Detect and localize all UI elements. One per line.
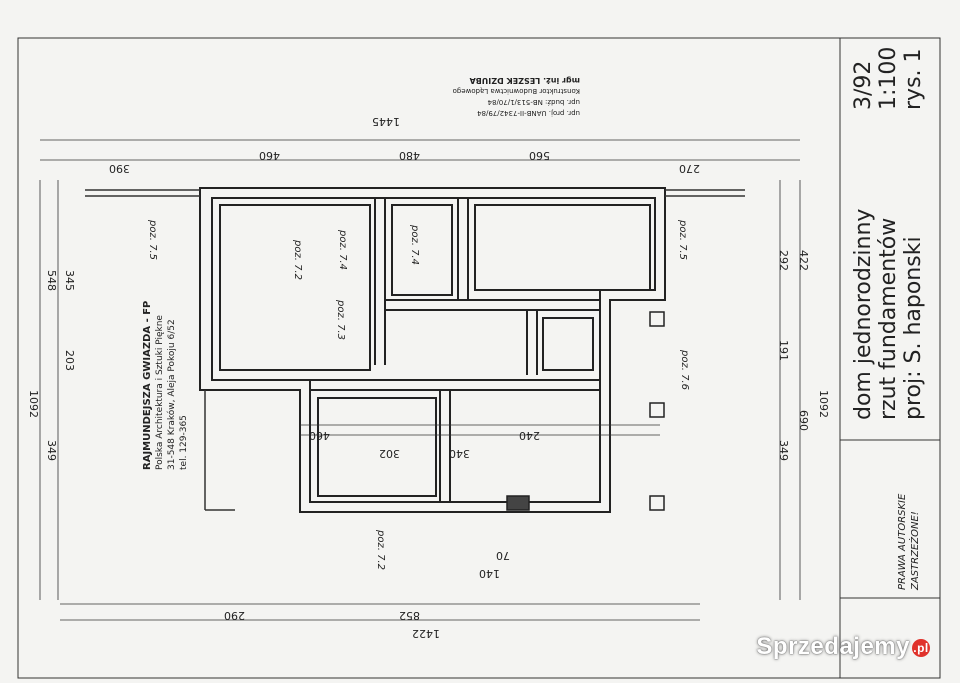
svg-text:31-548 Kraków, Aleja Pokoju 6/: 31-548 Kraków, Aleja Pokoju 6/52	[166, 319, 177, 470]
title-line-2: rzut fundamentów	[876, 218, 901, 420]
dim-right-4: 191	[777, 340, 790, 361]
dim-top-overall: 1445	[372, 115, 400, 128]
dim-right-3: 292	[777, 250, 790, 271]
dim-bottom-3: 140	[479, 567, 500, 580]
dim-top-2: 480	[399, 149, 420, 162]
dim-inner-3: 460	[309, 429, 330, 442]
title-line-1: dom jednorodzinny	[851, 209, 876, 420]
drawing-scale: 1:100	[876, 47, 901, 110]
dim-inner-4: 302	[379, 447, 400, 460]
dim-bottom-1: 852	[399, 609, 420, 622]
dim-bottom-4: 70	[496, 549, 510, 562]
watermark: Sprzedajemy.pl	[756, 633, 930, 661]
dim-inner-2: 240	[519, 429, 540, 442]
pos-label-7: poz. 7.5	[677, 219, 688, 260]
dim-left-2: 345	[63, 270, 76, 291]
svg-text:mgr inż. LESZEK DZIUBA: mgr inż. LESZEK DZIUBA	[469, 76, 580, 85]
dim-left-1: 548	[45, 270, 58, 291]
pos-label-3: poz. 7.3	[335, 299, 346, 340]
watermark-suffix: .pl	[912, 638, 930, 657]
terrace-outline	[85, 189, 745, 511]
figure-number: rys. 1	[901, 48, 926, 110]
dim-inner-1: 340	[449, 447, 470, 460]
dim-right-overall: 1092	[817, 390, 830, 418]
sheet-number: 3/92	[851, 61, 876, 110]
sheet-border	[17, 37, 941, 679]
dimension-lines	[39, 139, 801, 621]
dim-bottom-2: 290	[224, 609, 245, 622]
dim-top-3: 560	[529, 149, 550, 162]
pillars	[506, 311, 665, 511]
dim-left-overall: 1092	[27, 390, 40, 418]
watermark-text: Sprzedajemy	[756, 633, 910, 660]
dim-right-5: 349	[777, 440, 790, 461]
dim-top-1: 460	[259, 149, 280, 162]
pos-label-1: poz. 7.2	[292, 239, 303, 280]
dim-left-3: 203	[63, 350, 76, 371]
pos-label-6: poz. 7.4	[409, 224, 420, 265]
dim-bottom-overall: 1422	[412, 627, 440, 640]
foundation-walls	[199, 187, 666, 513]
copyright-line-2: ZASTRZEŻONE!	[908, 511, 921, 591]
svg-text:tel. 129-365: tel. 129-365	[179, 415, 189, 470]
dim-top-5: 270	[679, 162, 700, 175]
svg-text:Konstruktor Budownictwa Lądowe: Konstruktor Budownictwa Lądowego	[453, 87, 580, 95]
pos-label-8: poz. 7.2	[375, 529, 386, 570]
dim-right-1: 690	[797, 410, 810, 431]
title-block: dom jednorodzinny rzut fundamentów proj:…	[840, 47, 940, 599]
dim-right-2: 422	[797, 250, 810, 271]
dim-top-4: 390	[109, 162, 130, 175]
svg-text:RAJMUNDEJSZA GWIAZDA - FP: RAJMUNDEJSZA GWIAZDA - FP	[142, 301, 153, 470]
svg-text:upr. proj. UANB-II-7342/79/84: upr. proj. UANB-II-7342/79/84	[477, 109, 580, 117]
pos-label-5: poz. 7.6	[679, 349, 690, 390]
copyright-line-1: PRAWA AUTORSKIE	[897, 493, 908, 590]
title-line-3: proj: S. haponski	[901, 236, 926, 420]
engineer-stamp: mgr inż. LESZEK DZIUBA Konstruktor Budow…	[453, 76, 580, 117]
dim-left-4: 349	[45, 440, 58, 461]
pos-label-4: poz. 7.5	[147, 219, 158, 260]
architect-stamp: RAJMUNDEJSZA GWIAZDA - FP Polska Archite…	[142, 301, 189, 470]
svg-text:Polska Architektura i Sztuki P: Polska Architektura i Sztuki Piękne	[155, 315, 165, 470]
svg-text:upr. budź: NB-513/1/70/84: upr. budź: NB-513/1/70/84	[487, 98, 580, 106]
pos-label-2: poz. 7.4	[337, 229, 348, 270]
